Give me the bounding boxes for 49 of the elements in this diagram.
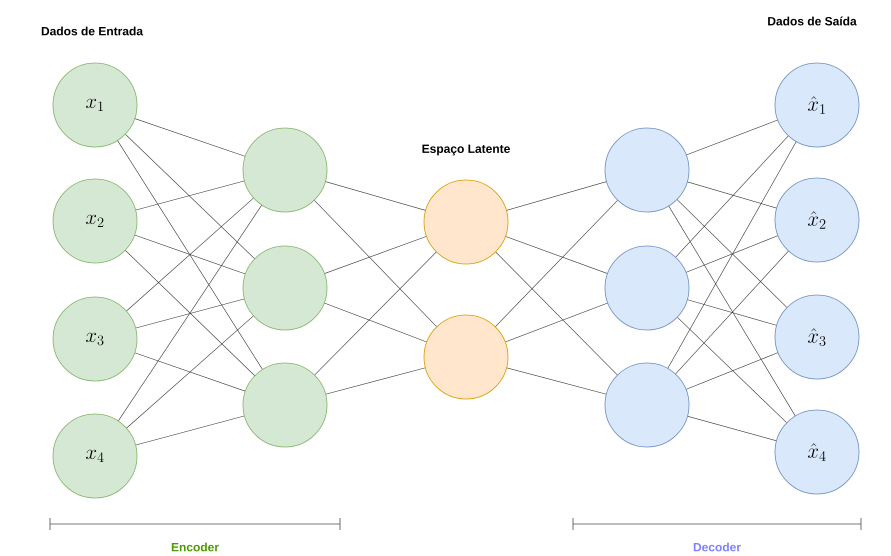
neuron-circle bbox=[604, 246, 690, 330]
connection-line bbox=[136, 298, 244, 328]
connection-line bbox=[118, 205, 262, 421]
neuron-circle bbox=[424, 180, 508, 264]
bracket-label: Decoder bbox=[694, 542, 741, 552]
neuron-circle bbox=[242, 246, 328, 330]
connection-line bbox=[506, 181, 607, 211]
connection-line bbox=[136, 180, 244, 210]
connection-line bbox=[117, 140, 263, 370]
connection-line bbox=[326, 368, 426, 394]
connection-line bbox=[324, 302, 427, 342]
connection-line bbox=[505, 302, 608, 342]
connection-line bbox=[686, 120, 778, 156]
connection-line bbox=[126, 316, 254, 428]
connection-line bbox=[126, 198, 254, 312]
connection-line bbox=[676, 136, 788, 258]
connection-line bbox=[668, 206, 796, 416]
connection-line bbox=[496, 252, 618, 376]
connection-line bbox=[325, 181, 426, 211]
connection-line bbox=[134, 118, 246, 157]
neuron-circle bbox=[242, 128, 328, 212]
neuron-circle bbox=[242, 362, 328, 448]
neuron-circle bbox=[424, 314, 508, 400]
connection-line bbox=[668, 142, 796, 368]
connection-line bbox=[506, 368, 606, 394]
connection-line bbox=[314, 200, 437, 327]
connection-line bbox=[125, 250, 255, 376]
connection-line bbox=[506, 236, 608, 274]
neuron-circle bbox=[604, 362, 690, 448]
connection-line bbox=[324, 236, 426, 274]
connection-line bbox=[314, 252, 436, 376]
connection-line bbox=[686, 235, 778, 273]
connection-line bbox=[125, 134, 255, 259]
connection-line bbox=[495, 200, 618, 327]
section-heading: Espaço Latente bbox=[422, 144, 510, 156]
section-heading: Dados de Entrada bbox=[42, 26, 144, 36]
connection-line bbox=[136, 416, 244, 446]
neuron-circle bbox=[604, 128, 690, 212]
connection-line bbox=[675, 250, 789, 374]
connection-line bbox=[687, 299, 777, 326]
bracket-label: Encoder bbox=[172, 542, 219, 552]
connection-line bbox=[686, 352, 778, 390]
connection-line bbox=[688, 416, 776, 441]
connection-line bbox=[676, 199, 788, 308]
connection-line bbox=[687, 182, 777, 208]
connection-line bbox=[677, 317, 787, 423]
connection-line bbox=[134, 352, 246, 392]
connection-line bbox=[134, 234, 246, 274]
section-heading: Dados de Saída bbox=[768, 16, 857, 26]
